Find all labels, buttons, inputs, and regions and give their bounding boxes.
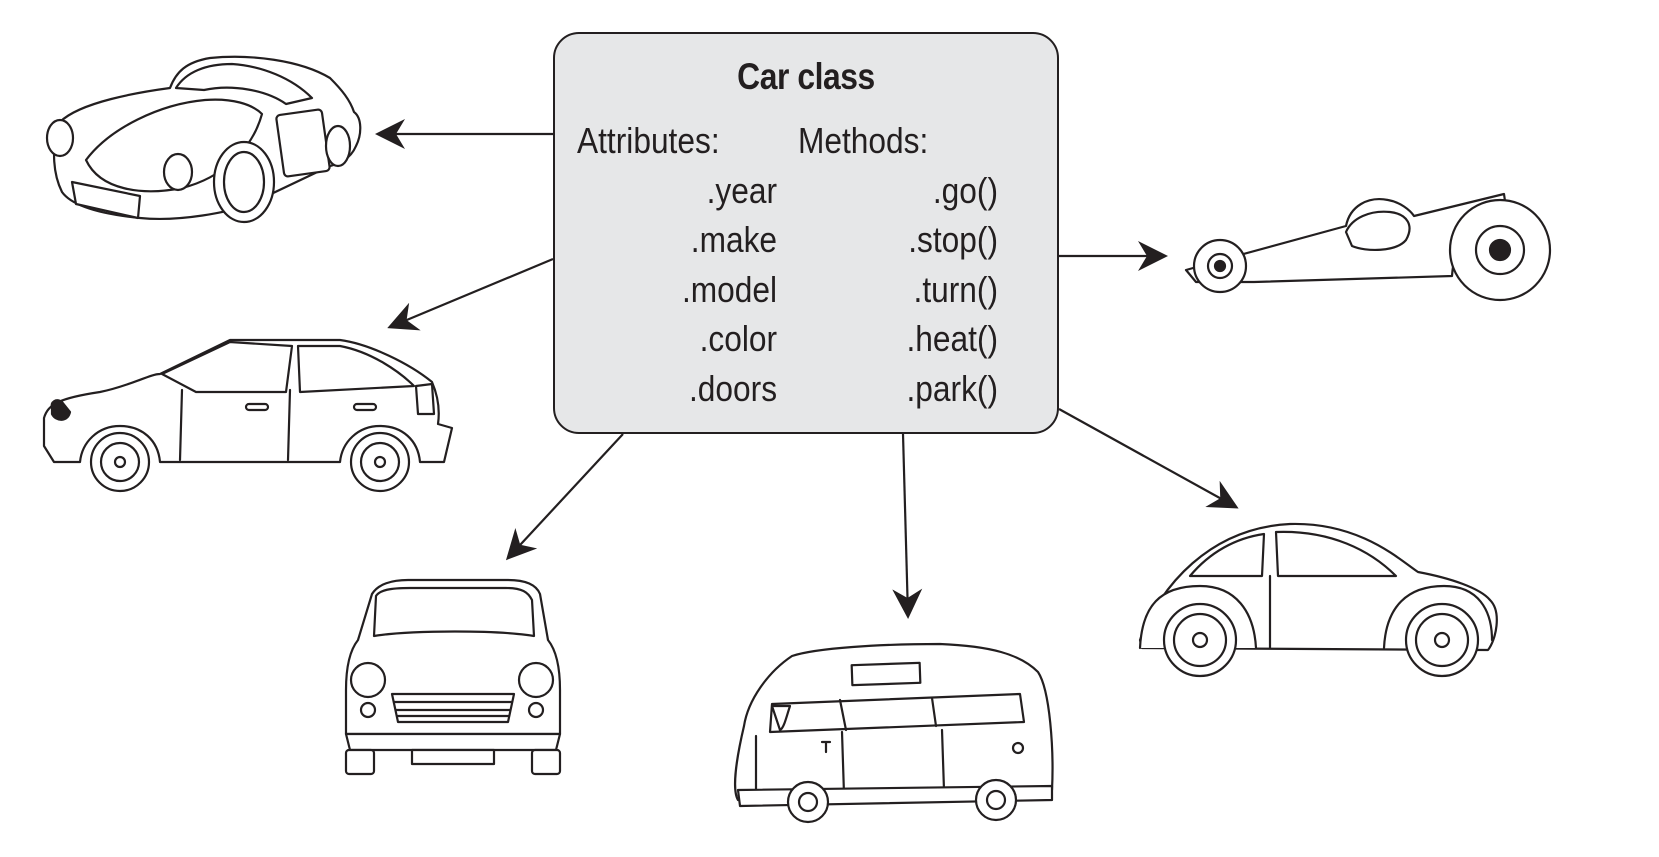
attribute-item: .model (681, 268, 777, 310)
sports-coupe-icon (45, 55, 362, 224)
car-class-box: Car class Attributes: .year .make .model… (553, 32, 1059, 434)
method-item: .go() (932, 169, 998, 211)
arrow-to-microbus (892, 433, 923, 619)
arrow-to-beetle (1058, 408, 1239, 509)
attributes-header: Attributes: (577, 120, 720, 161)
attribute-item: .year (706, 169, 777, 211)
microbus-icon (734, 642, 1054, 824)
method-item: .park() (906, 367, 998, 409)
attributes-column: Attributes: .year .make .model .color .d… (577, 116, 777, 413)
mini-cooper-icon (344, 578, 562, 776)
attribute-item: .doors (688, 367, 777, 409)
arrow-to-hatchback (387, 257, 554, 331)
method-item: .heat() (906, 318, 998, 359)
methods-header: Methods: (798, 120, 929, 161)
beetle-icon (1138, 522, 1498, 678)
arrow-to-mini (505, 433, 624, 561)
hatchback-icon (42, 338, 454, 493)
method-item: .stop() (908, 219, 998, 260)
class-title: Car class (737, 56, 875, 97)
attribute-item: .make (690, 219, 777, 260)
method-item: .turn() (913, 268, 998, 310)
dragster-icon (1184, 192, 1552, 302)
attribute-item: .color (699, 318, 777, 359)
methods-column: Methods: .go() .stop() .turn() .heat() .… (798, 116, 998, 413)
